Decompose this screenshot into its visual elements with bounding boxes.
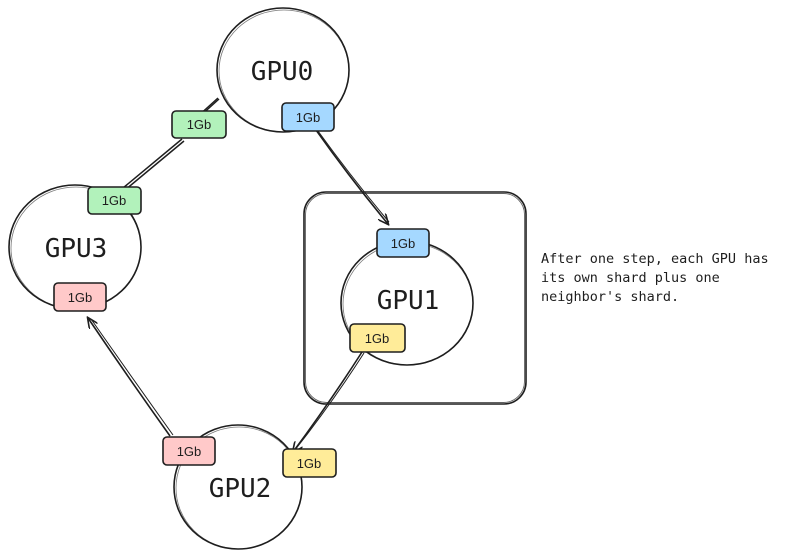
svg-text:1Gb: 1Gb bbox=[391, 236, 416, 251]
shard-chip-green-gpu3: 1Gb bbox=[87, 186, 142, 215]
arrow-gpu1-to-gpu2 bbox=[293, 351, 363, 452]
svg-text:1Gb: 1Gb bbox=[297, 456, 322, 471]
arrow-gpu2-to-gpu3 bbox=[88, 318, 171, 437]
shard-chip-red-gpu2: 1Gb bbox=[162, 436, 216, 466]
svg-text:1Gb: 1Gb bbox=[177, 444, 202, 459]
annotation-line: neighbor's shard. bbox=[541, 289, 680, 305]
gpu0-label: GPU0 bbox=[251, 57, 314, 87]
arrow-gpu1-to-gpu2-sketch bbox=[294, 352, 365, 451]
gpu1-highlight-box-sketch bbox=[305, 193, 525, 403]
svg-text:1Gb: 1Gb bbox=[296, 110, 321, 125]
svg-text:1Gb: 1Gb bbox=[68, 290, 93, 305]
annotation-note: After one step, each GPU has its own sha… bbox=[541, 250, 781, 307]
annotation-line: its own shard plus one bbox=[541, 270, 720, 286]
shard-chip-red-gpu3: 1Gb bbox=[53, 282, 107, 312]
gpu2-label: GPU2 bbox=[209, 474, 272, 504]
gpu1-label: GPU1 bbox=[377, 286, 440, 316]
gpu1-highlight-box bbox=[303, 191, 527, 405]
shard-chip-yellow-gpu2: 1Gb bbox=[282, 448, 337, 478]
gpu0-node: GPU0 bbox=[216, 7, 350, 133]
arrow-gpu0-to-gpu1-sketch bbox=[317, 130, 390, 223]
shard-chip-blue-gpu1: 1Gb bbox=[376, 228, 430, 258]
arrow-gpu2-to-gpu3-sketch bbox=[90, 318, 174, 436]
annotation-line: After one step, each GPU has bbox=[541, 251, 769, 267]
svg-text:1Gb: 1Gb bbox=[365, 331, 390, 346]
shard-chip-green-gpu0-side: 1Gb bbox=[171, 110, 227, 139]
shard-chip-yellow-gpu1: 1Gb bbox=[349, 323, 406, 353]
svg-text:1Gb: 1Gb bbox=[187, 117, 212, 132]
shard-chip-blue-gpu0: 1Gb bbox=[281, 102, 335, 132]
svg-text:1Gb: 1Gb bbox=[102, 193, 127, 208]
arrow-gpu0-to-gpu1 bbox=[315, 129, 388, 224]
gpu3-label: GPU3 bbox=[45, 234, 108, 264]
